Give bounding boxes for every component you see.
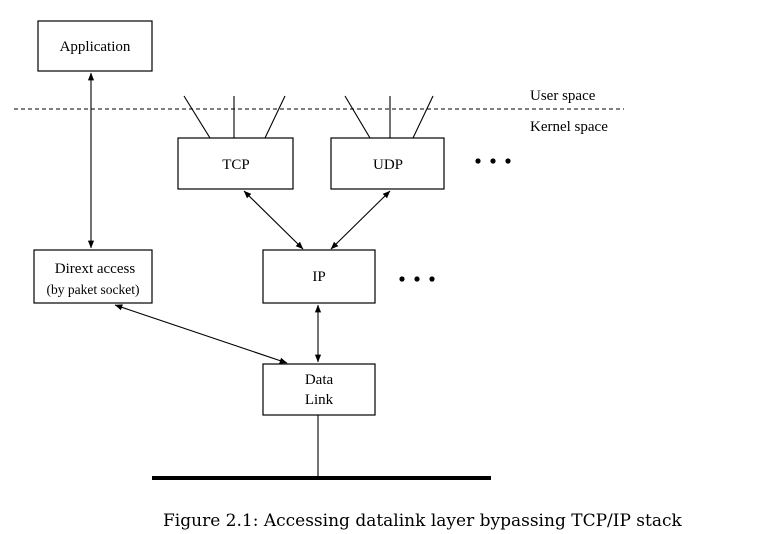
data-link-label-line1: Data <box>305 372 334 388</box>
udp-node: UDP <box>330 137 445 190</box>
data-link-label-line2: Link <box>305 392 334 408</box>
arrow-tcp-ip <box>243 190 304 250</box>
more-protocols-ellipsis <box>475 158 511 164</box>
arrow-udp-ip <box>330 190 391 250</box>
figure-caption: Figure 2.1: Accessing datalink layer byp… <box>163 511 683 531</box>
kernel-space-label: Kernel space <box>530 119 608 135</box>
arrow-direct-access-data-link <box>114 304 288 364</box>
user-space-label: User space <box>530 88 596 104</box>
direct-access-node: Dirext access (by paket socket) <box>33 249 153 304</box>
tcp-socket-lines <box>183 95 286 139</box>
tcp-label: TCP <box>222 157 250 173</box>
tcp-node: TCP <box>177 137 294 190</box>
udp-label: UDP <box>373 157 403 173</box>
direct-access-sublabel: (by paket socket) <box>47 282 140 297</box>
direct-access-label: Dirext access <box>55 261 136 277</box>
udp-socket-lines <box>344 95 434 139</box>
more-network-ellipsis <box>399 276 435 282</box>
data-link-node: Data Link <box>262 363 376 416</box>
application-label: Application <box>60 39 131 55</box>
application-node: Application <box>37 20 153 72</box>
ip-label: IP <box>312 269 325 285</box>
ip-node: IP <box>262 249 376 304</box>
